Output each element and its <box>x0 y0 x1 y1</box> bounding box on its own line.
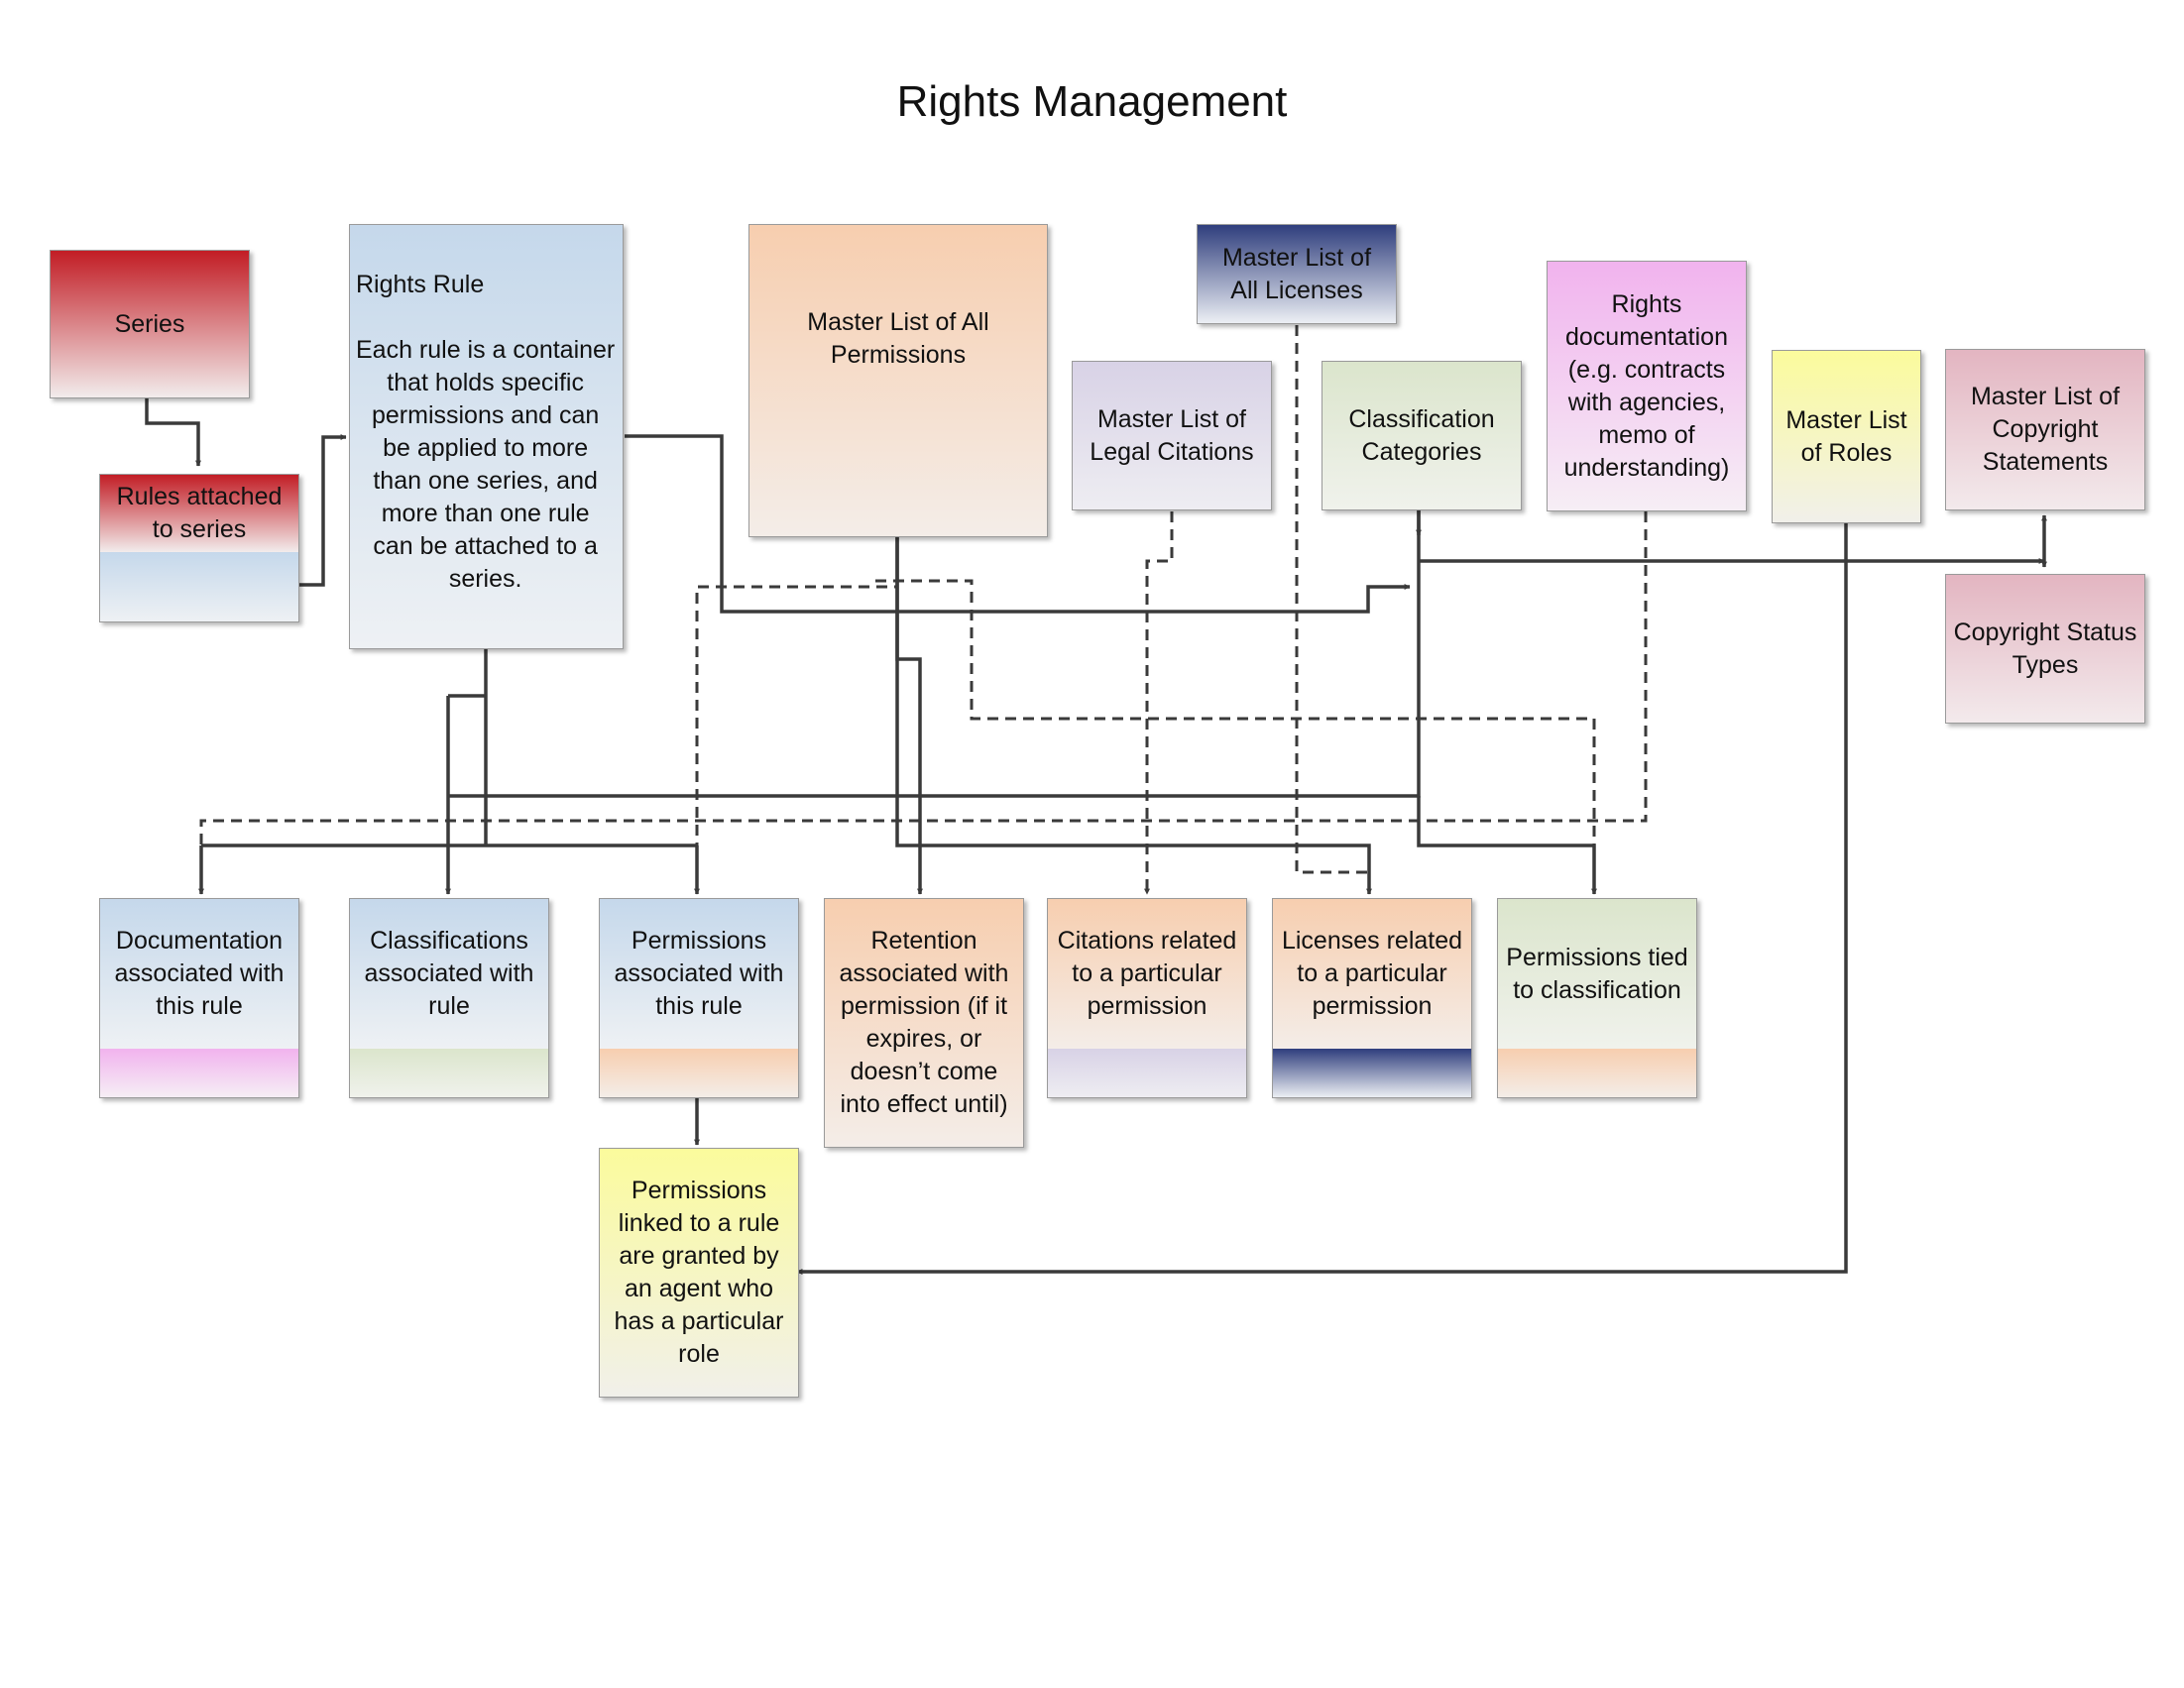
classifications-rule-strip <box>350 1049 548 1097</box>
master-licenses-box: Master List of All Licenses <box>1197 224 1397 324</box>
dashed-legal-to-citations <box>1144 511 1174 895</box>
connector-series-to-rules-attached <box>145 398 201 467</box>
connector-roles-to-agent <box>796 523 1848 1275</box>
master-copyright-label: Master List of Copyright Statements <box>1970 383 2121 476</box>
citations-strip <box>1048 1049 1246 1097</box>
rights-rule-text: Rights Rule Each rule is a container tha… <box>350 225 623 648</box>
permissions-agent-box: Permissions linked to a rule are granted… <box>599 1148 799 1398</box>
documentation-rule-strip <box>100 1049 298 1097</box>
classification-categories-box: Classification Categories <box>1322 361 1522 510</box>
classifications-rule-box: Classifications associated with rule <box>349 898 549 1098</box>
rules-attached-box: Rules attached to series <box>99 474 299 622</box>
copyright-status-label: Copyright Status Types <box>1953 618 2137 679</box>
retention-box: Retention associated with permission (if… <box>824 898 1024 1148</box>
permissions-agent-label: Permissions linked to a rule are granted… <box>614 1177 784 1368</box>
permissions-classification-strip <box>1498 1049 1696 1097</box>
rights-rule-description: Each rule is a container that holds spec… <box>356 336 616 593</box>
page-title: Rights Management <box>896 77 1288 126</box>
rights-documentation-box: Rights documentation (e.g. contracts wit… <box>1547 261 1747 511</box>
rules-attached-label: Rules attached to series <box>100 475 298 552</box>
licenses-related-strip <box>1273 1049 1471 1097</box>
master-permissions-label: Master List of All Permissions <box>807 308 989 369</box>
master-roles-label: Master List of Roles <box>1785 405 1907 467</box>
licenses-related-box: Licenses related to a particular permiss… <box>1272 898 1472 1098</box>
rules-attached-strip <box>100 552 298 621</box>
permissions-rule-strip <box>600 1049 798 1097</box>
rights-documentation-label: Rights documentation (e.g. contracts wit… <box>1563 289 1730 482</box>
connector-rules-attached-to-rights-rule <box>299 434 347 587</box>
citations-box: Citations related to a particular permis… <box>1047 898 1247 1098</box>
permissions-classification-box: Permissions tied to classification <box>1497 898 1697 1098</box>
master-copyright-box: Master List of Copyright Statements <box>1945 349 2145 510</box>
documentation-rule-box: Documentation associated with this rule <box>99 898 299 1098</box>
master-legal-label: Master List of Legal Citations <box>1090 404 1254 466</box>
rights-rule-title: Rights Rule <box>356 271 485 298</box>
classifications-rule-label: Classifications associated with rule <box>350 899 548 1049</box>
dashed-licenses-to-licenses-related <box>1295 325 1371 894</box>
rights-rule-box: Rights Rule Each rule is a container tha… <box>349 224 624 649</box>
connector-classification-to-permissions-tied <box>1417 796 1597 895</box>
series-box: Series <box>50 250 250 398</box>
master-roles-box: Master List of Roles <box>1772 350 1921 523</box>
connector-permissions-to-retention <box>895 537 923 895</box>
connector-rights-rule-trunk <box>625 434 1411 614</box>
dashed-permissions-to-permissions-rule <box>695 543 899 894</box>
connector-permissions-to-licenses <box>895 537 1372 895</box>
master-permissions-box: Master List of All Permissions <box>748 224 1048 537</box>
copyright-status-box: Copyright Status Types <box>1945 574 2145 724</box>
citations-label: Citations related to a particular permis… <box>1048 899 1246 1049</box>
master-legal-box: Master List of Legal Citations <box>1072 361 1272 510</box>
dashed-permissions-to-permissions-tied <box>875 579 1596 894</box>
permissions-rule-box: Permissions associated with this rule <box>599 898 799 1098</box>
permissions-rule-label: Permissions associated with this rule <box>600 899 798 1049</box>
master-licenses-label: Master List of All Licenses <box>1221 243 1372 304</box>
series-label: Series <box>114 309 185 338</box>
documentation-rule-label: Documentation associated with this rule <box>100 899 298 1049</box>
retention-label: Retention associated with permission (if… <box>839 927 1009 1118</box>
classification-categories-label: Classification Categories <box>1348 404 1495 466</box>
licenses-related-label: Licenses related to a particular permiss… <box>1273 899 1471 1049</box>
permissions-classification-label: Permissions tied to classification <box>1498 899 1696 1049</box>
